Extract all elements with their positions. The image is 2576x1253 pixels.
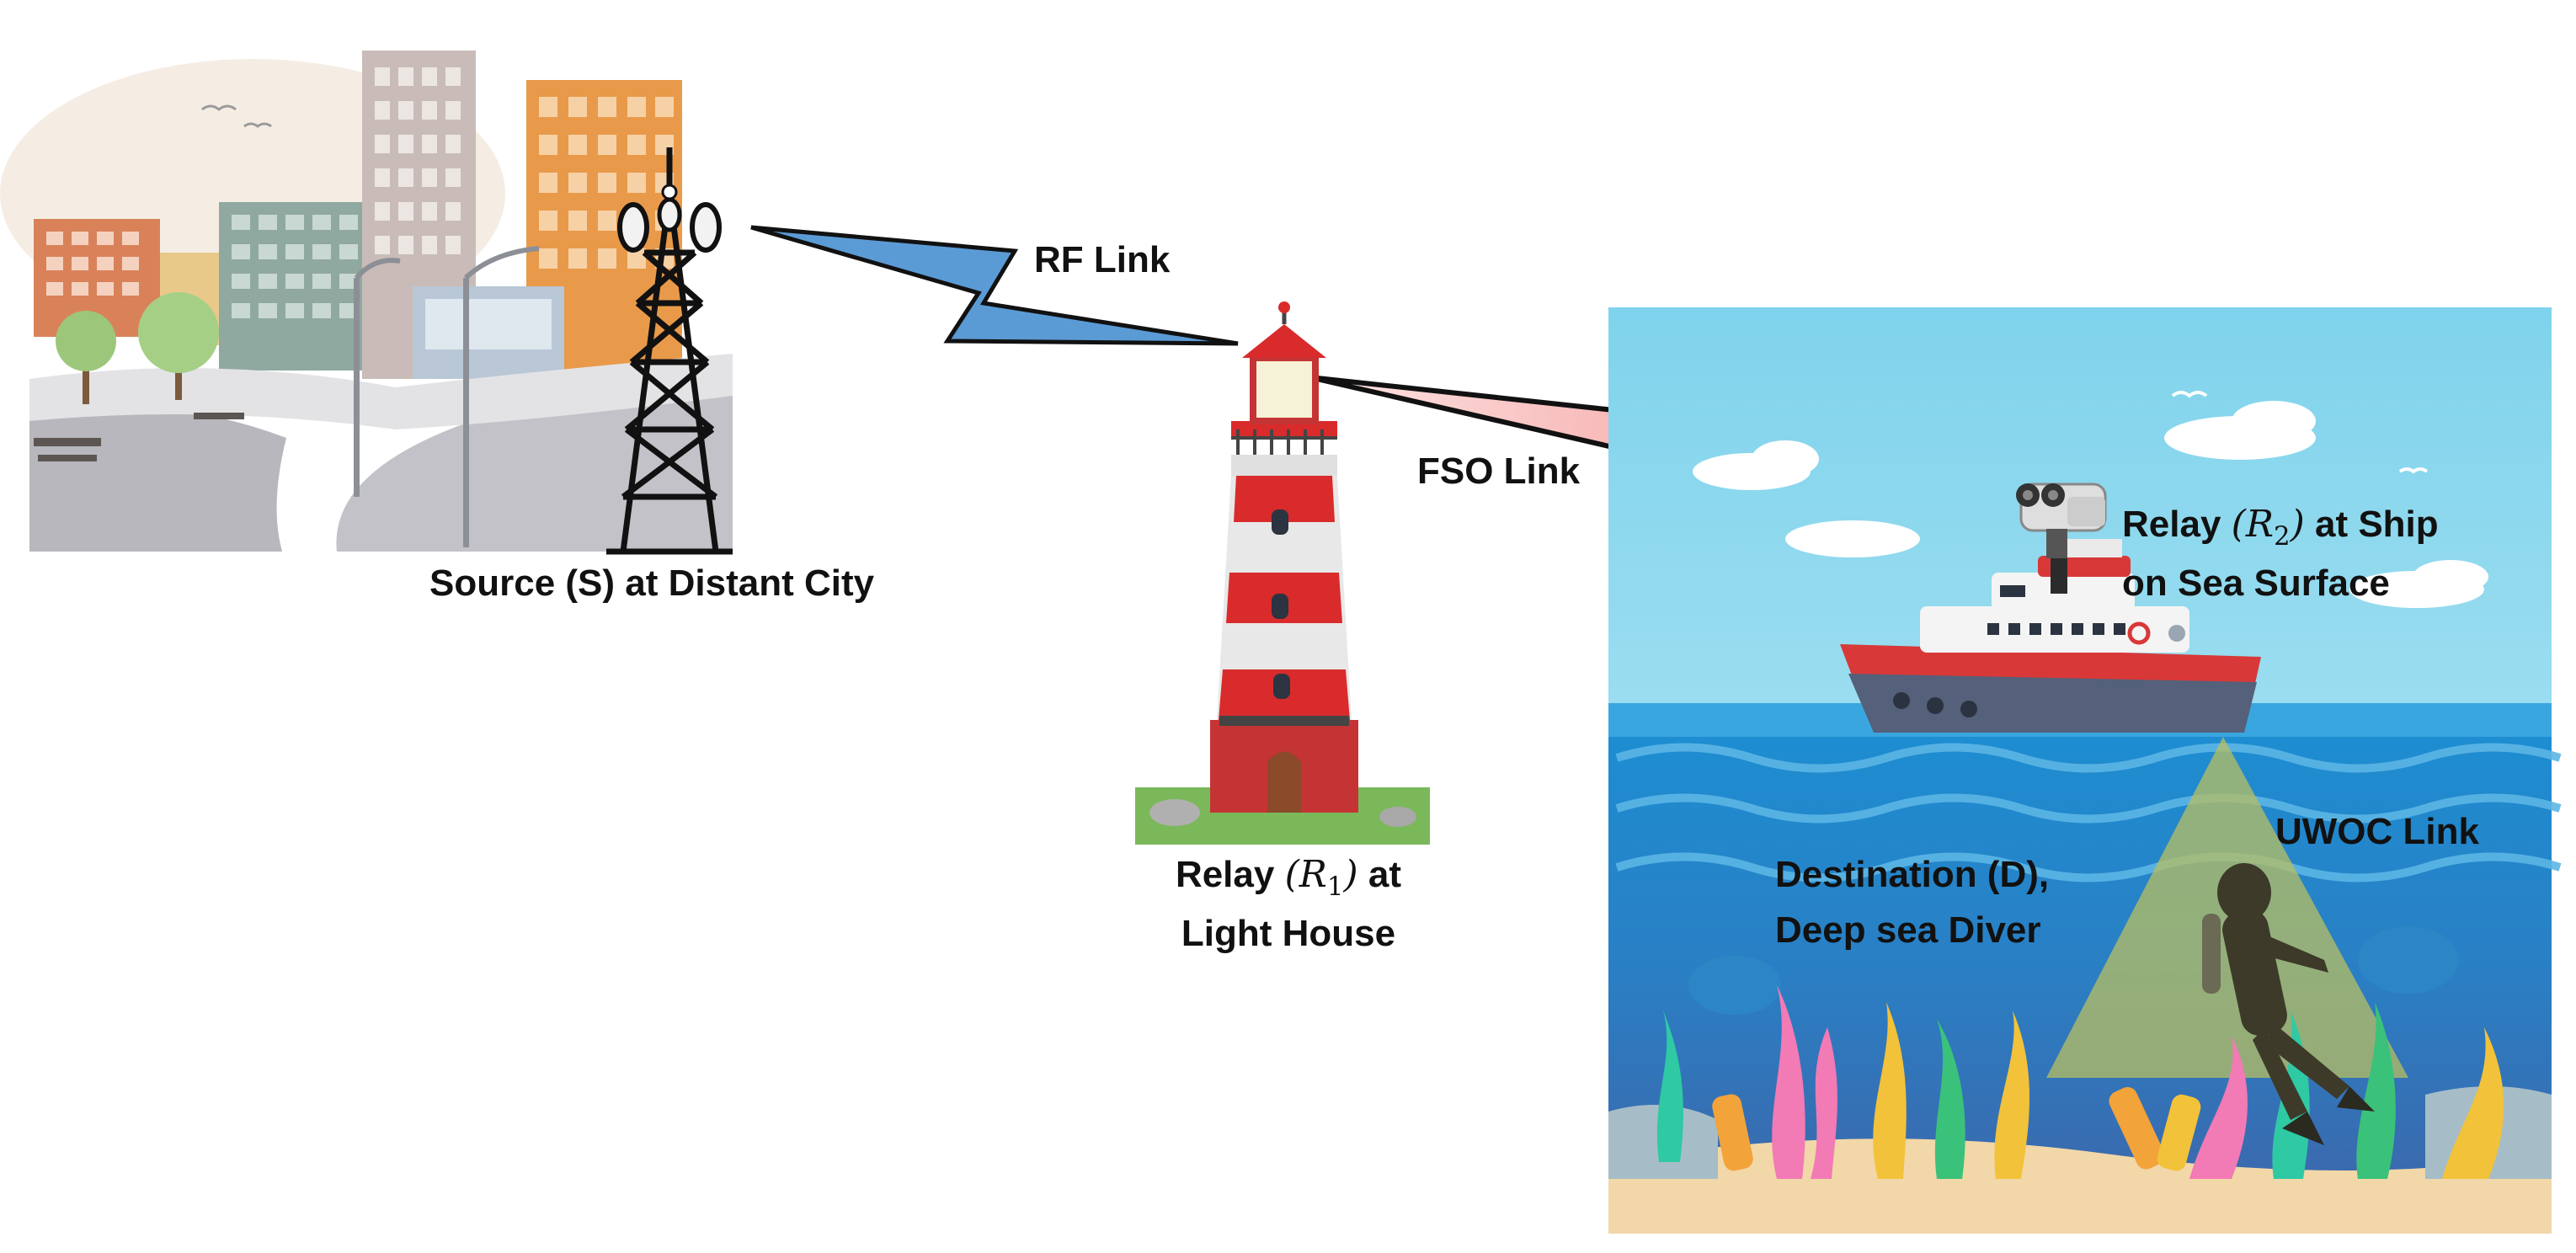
rf-link-label: RF Link — [1034, 239, 1171, 280]
fso-link-label: FSO Link — [1417, 451, 1581, 492]
relay1-symbol: (R1) — [1284, 853, 1358, 902]
relay2-symbol-letter: R — [2245, 503, 2274, 546]
relay2-prefix: Relay — [2122, 504, 2221, 545]
destination-label: Destination (D), Deep sea Diver — [1775, 847, 2049, 958]
relay2-label: Relay (R2) at Ship on Sea Surface — [2122, 497, 2439, 611]
relay2-symbol-subscript: 2 — [2273, 520, 2291, 552]
sea-scene — [1608, 307, 2562, 1234]
tower-antennas — [617, 184, 722, 253]
transmission-tower-icon — [606, 147, 733, 555]
ship-icon — [1840, 539, 2261, 733]
fso-transceiver-icon — [2016, 483, 2107, 594]
destination-label-line2: Deep sea Diver — [1775, 909, 2041, 951]
relay2-suffix: at Ship — [2314, 504, 2439, 545]
relay2-label-line2: on Sea Surface — [2122, 562, 2390, 604]
relay2-label-line1: Relay (R2) at Ship — [2122, 497, 2439, 556]
relay1-label-line1: Relay (R1) at — [1145, 847, 1432, 906]
relay1-suffix: at — [1368, 854, 1402, 895]
rf-link-beam — [750, 225, 1239, 346]
relay2-symbol: (R2) — [2231, 503, 2305, 552]
lighthouse-icon — [1135, 301, 1430, 845]
relay1-prefix: Relay — [1175, 854, 1275, 895]
destination-label-line1: Destination (D), — [1775, 854, 2050, 895]
uwoc-link-label: UWOC Link — [2275, 811, 2479, 852]
city-illustration — [0, 51, 733, 552]
relay1-label: Relay (R1) at Light House — [1145, 847, 1432, 962]
relay1-symbol-subscript: 1 — [1326, 871, 1344, 902]
relay1-label-line2: Light House — [1181, 912, 1396, 954]
relay1-symbol-letter: R — [1299, 853, 1327, 896]
diver-icon — [2202, 863, 2375, 1145]
source-label: Source (S) at Distant City — [429, 563, 875, 604]
